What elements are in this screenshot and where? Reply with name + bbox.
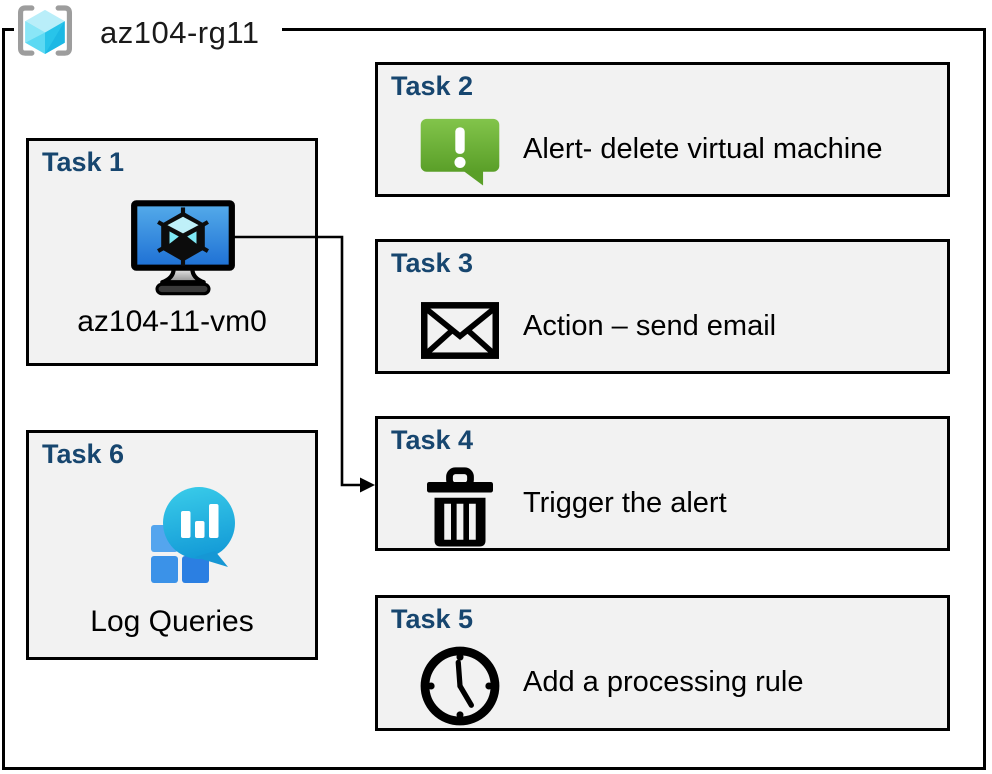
task-box-2: Task 2 Alert- delete virtual machine bbox=[375, 62, 950, 197]
resource-group-icon bbox=[14, 3, 76, 60]
task-3-caption: Action – send email bbox=[523, 309, 777, 342]
task-box-3: Task 3 Action – send email bbox=[375, 239, 950, 374]
task-box-1: Task 1 bbox=[26, 138, 318, 366]
task-2-caption: Alert- delete virtual machine bbox=[523, 132, 883, 165]
task-5-title: Task 5 bbox=[391, 604, 474, 634]
task-2-title: Task 2 bbox=[391, 71, 474, 101]
resource-group-boundary bbox=[2, 28, 986, 770]
resource-group-label-background bbox=[14, 25, 282, 35]
task-1-caption: az104-11-vm0 bbox=[77, 305, 267, 338]
email-envelope-icon bbox=[412, 288, 507, 372]
task-5-caption: Add a processing rule bbox=[523, 665, 804, 698]
task-box-6: Task 6 Log Queries bbox=[26, 430, 318, 660]
resource-group-name: az104-rg11 bbox=[100, 15, 260, 50]
log-queries-icon bbox=[129, 485, 239, 590]
task-box-5: Task 5 Add a processing rule bbox=[375, 595, 950, 731]
task-3-title: Task 3 bbox=[391, 248, 474, 278]
task-1-title: Task 1 bbox=[42, 147, 125, 177]
clock-icon bbox=[412, 644, 507, 728]
task-6-title: Task 6 bbox=[42, 439, 125, 469]
alert-message-icon bbox=[412, 111, 507, 195]
virtual-machine-icon bbox=[129, 199, 237, 299]
trash-icon bbox=[412, 465, 507, 549]
task-4-caption: Trigger the alert bbox=[523, 486, 727, 519]
task-4-title: Task 4 bbox=[391, 425, 474, 455]
task-box-4: Task 4 Trigger the alert bbox=[375, 416, 950, 551]
task-6-caption: Log Queries bbox=[90, 605, 254, 638]
connector-arrow bbox=[206, 235, 375, 493]
